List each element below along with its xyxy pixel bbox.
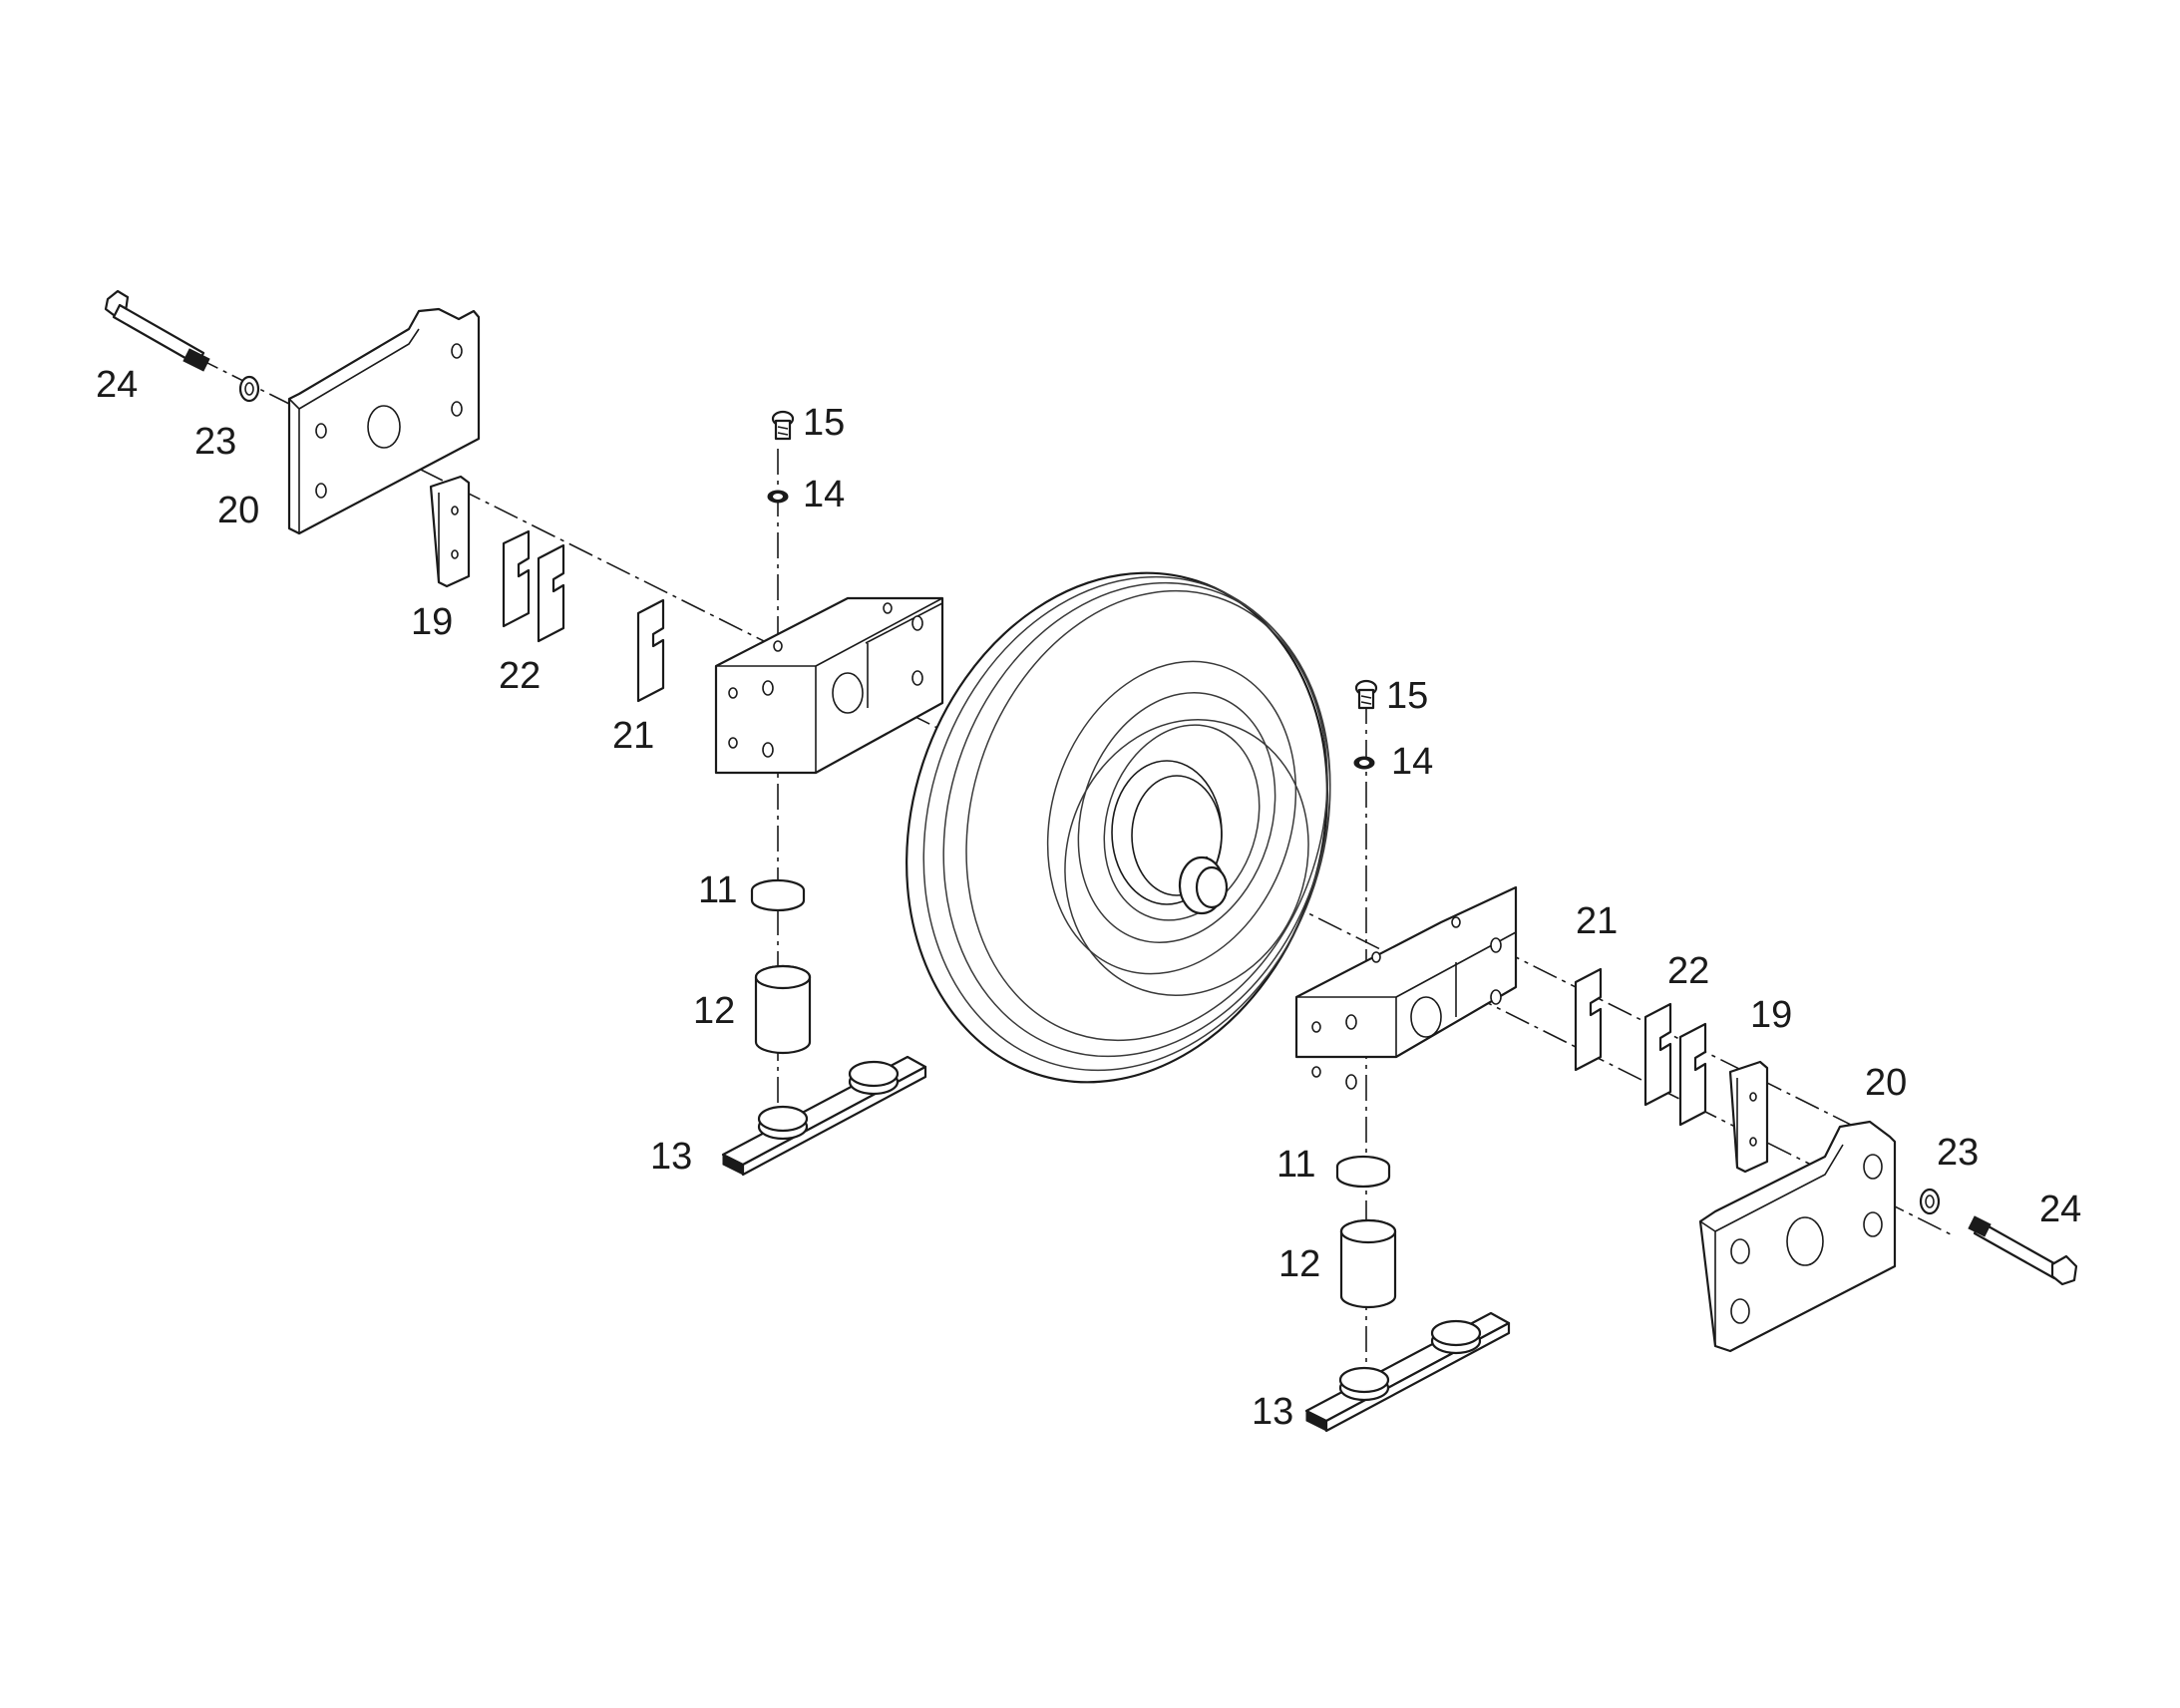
left-bushing-12 — [754, 964, 812, 1055]
right-bushing-12 — [1339, 1218, 1397, 1309]
callout-21-right: 21 — [1576, 900, 1618, 942]
callout-23-left: 23 — [194, 421, 236, 463]
right-bearing-block — [1294, 885, 1518, 1090]
callout-15-right: 15 — [1386, 675, 1428, 717]
callout-14-left: 14 — [803, 474, 845, 515]
callout-13-right: 13 — [1252, 1391, 1293, 1433]
callouts-right: 15 14 21 22 19 20 23 24 11 12 13 — [1252, 675, 2081, 1433]
idler-wheel — [906, 571, 1331, 1084]
left-washer-23 — [238, 375, 260, 403]
callout-23-right: 23 — [1937, 1132, 1979, 1174]
callout-12-left: 12 — [693, 990, 735, 1032]
callout-24-left: 24 — [96, 364, 138, 406]
left-plug-11 — [750, 878, 806, 912]
left-bolt-15 — [771, 410, 795, 441]
left-shims-22 — [502, 529, 565, 643]
right-plug-11 — [1335, 1155, 1391, 1189]
right-shim-21 — [1574, 967, 1603, 1072]
callout-12-right: 12 — [1278, 1243, 1320, 1285]
callout-19-left: 19 — [411, 601, 453, 643]
callout-22-right: 22 — [1667, 950, 1709, 992]
right-shim-19 — [1728, 1060, 1769, 1174]
callout-14-right: 14 — [1391, 741, 1433, 783]
left-guard-plate-13 — [721, 1055, 927, 1177]
callout-11-right: 11 — [1276, 1144, 1315, 1186]
left-bolt-24 — [104, 289, 210, 372]
callout-21-left: 21 — [612, 715, 654, 757]
callout-11-left: 11 — [698, 869, 737, 911]
right-washer-23 — [1919, 1188, 1941, 1215]
left-bearing-block — [714, 596, 944, 775]
right-bolt-15 — [1354, 679, 1378, 710]
callout-20-left: 20 — [217, 490, 259, 531]
left-washer-14 — [767, 490, 789, 504]
left-plate-20 — [287, 307, 481, 535]
callout-20-right: 20 — [1865, 1062, 1907, 1104]
left-shim-21 — [636, 598, 665, 703]
right-washer-14 — [1353, 756, 1375, 770]
left-shim-19 — [429, 475, 471, 588]
callout-22-left: 22 — [499, 655, 541, 697]
callout-19-right: 19 — [1750, 994, 1792, 1036]
callout-15-left: 15 — [803, 402, 845, 444]
callout-13-left: 13 — [650, 1136, 692, 1178]
callouts-left: 24 23 20 19 22 21 15 14 11 12 13 — [96, 364, 845, 1178]
right-shims-22 — [1643, 1002, 1707, 1127]
callout-24-right: 24 — [2039, 1189, 2081, 1230]
right-plate-20 — [1698, 1120, 1897, 1353]
right-guard-plate-13 — [1304, 1311, 1511, 1433]
right-bolt-24 — [1968, 1215, 2078, 1286]
